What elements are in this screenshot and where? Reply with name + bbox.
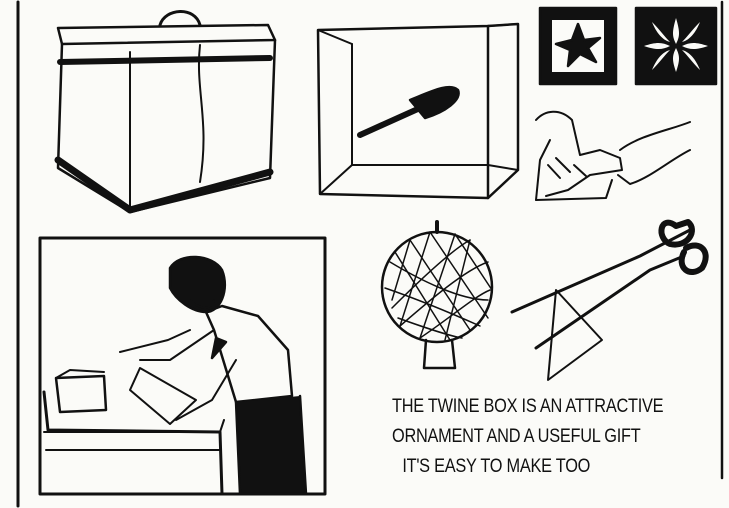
ornament-tile-star [540, 8, 616, 84]
twine-box-drawing [58, 11, 275, 212]
caption-line-1: THE TWINE BOX IS AN ATTRACTIVE [392, 392, 676, 422]
open-box-awl-drawing [318, 24, 518, 198]
caption-text: THE TWINE BOX IS AN ATTRACTIVE ORNAMENT … [392, 392, 676, 482]
caption-line-2: ORNAMENT AND A USEFUL GIFT [392, 422, 676, 452]
twine-ball-drawing [382, 222, 492, 368]
caption-line-3: IT'S EASY TO MAKE TOO [392, 452, 676, 482]
hands-cutting-drawing [536, 112, 690, 200]
scissors-drawing [512, 222, 706, 380]
boy-wrapping-scene [40, 238, 325, 494]
ornament-tile-flower [636, 8, 716, 84]
